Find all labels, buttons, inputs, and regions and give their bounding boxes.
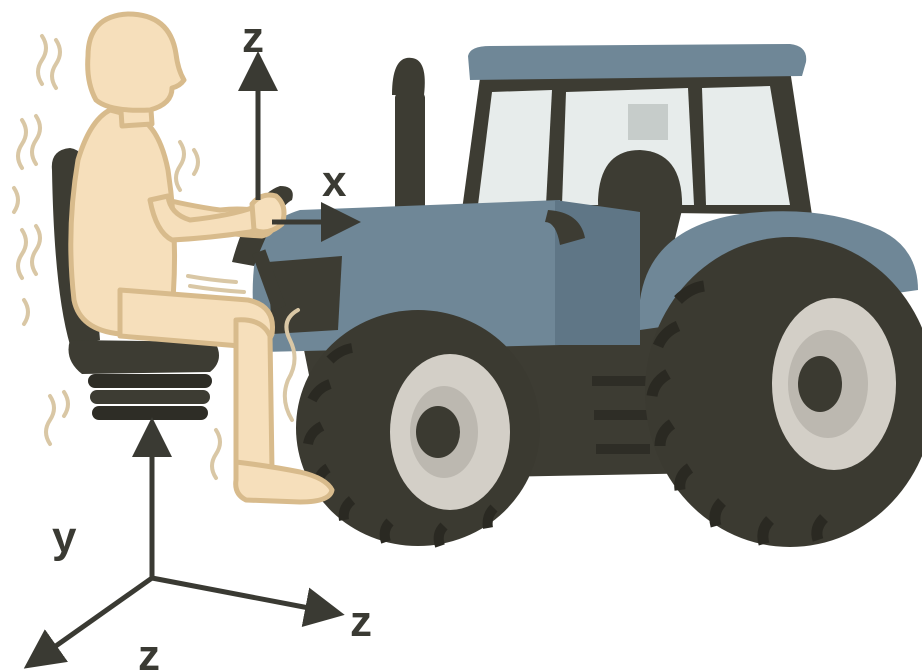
front-wheel	[296, 310, 540, 546]
axis-ground-right	[152, 578, 330, 612]
axis-label-z-bottom: z	[138, 631, 160, 672]
axis-label-y: y	[52, 513, 77, 562]
axis-label-z-right: z	[350, 597, 372, 646]
exhaust-pipe	[392, 58, 425, 212]
axis-label-z-top: z	[242, 13, 264, 62]
rear-wheel	[645, 237, 922, 547]
axis-ground-left	[36, 578, 152, 660]
tractor	[232, 44, 922, 547]
axis-label-x: x	[322, 157, 347, 206]
